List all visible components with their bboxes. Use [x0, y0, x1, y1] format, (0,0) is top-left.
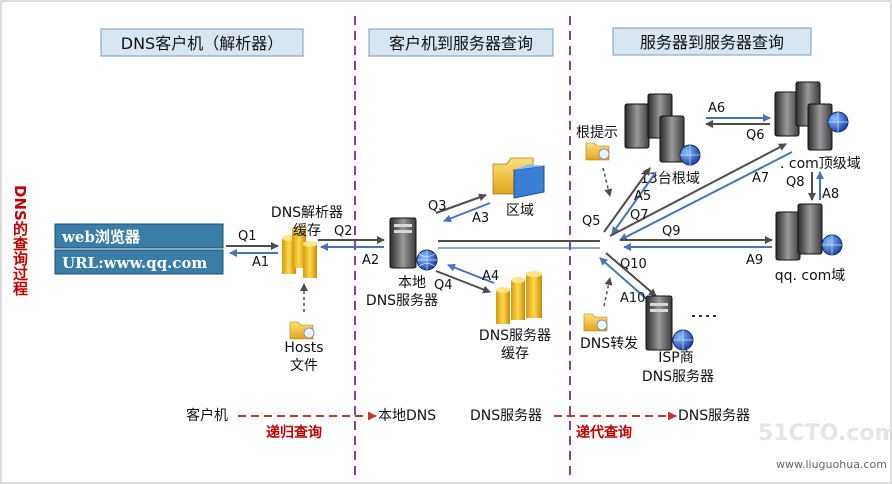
- zone-label: 区域: [506, 203, 534, 219]
- url-box: [54, 249, 224, 275]
- arrow-a7: [619, 151, 793, 241]
- dns-forward-label: DNS转发: [580, 336, 638, 352]
- local-dns-label-2: DNS服务器: [366, 293, 438, 309]
- label-q6: Q6: [746, 128, 765, 143]
- browser-label: web浏览器: [61, 228, 141, 246]
- resolver-cache-label-2: 缓存: [293, 223, 321, 239]
- bottom-client-label: 客户机: [186, 407, 228, 424]
- isp-label-1: ISP商: [658, 350, 693, 366]
- hosts-label-1: Hosts: [284, 340, 323, 356]
- label-a5: A5: [634, 189, 651, 204]
- label-a4: A4: [482, 269, 499, 284]
- label-q5: Q5: [582, 214, 601, 229]
- recursive-label: 递归查询: [266, 424, 322, 441]
- root-hints-label: 根提示: [576, 125, 618, 141]
- url-label: URL:www.qq.com: [62, 254, 207, 272]
- header-c2s: 客户机到服务器查询: [389, 34, 533, 53]
- label-a7: A7: [752, 171, 769, 186]
- label-a6: A6: [708, 101, 725, 116]
- dns-cache-icon: [496, 271, 542, 324]
- com-tld-label: . com顶级域: [780, 156, 861, 172]
- header-client: DNS客户机（解析器）: [121, 34, 283, 53]
- qq-com-servers-icon: [775, 203, 843, 261]
- watermark-site: 51CTO.com: [758, 421, 892, 446]
- header-c2s-box: [368, 28, 554, 57]
- arrow-a3: [443, 202, 491, 223]
- root-servers-icon: [624, 93, 701, 166]
- hosts-folder-icon: [289, 321, 315, 340]
- header-s2s: 服务器到服务器查询: [640, 33, 784, 52]
- label-a3: A3: [472, 211, 489, 226]
- label-a9: A9: [746, 253, 763, 268]
- arrow-a4: [447, 263, 495, 284]
- root-hints-folder-icon: [585, 142, 610, 161]
- isp-label-2: DNS服务器: [642, 369, 714, 385]
- arrow-q5: [603, 167, 651, 233]
- label-q10: Q10: [620, 257, 647, 272]
- qq-com-label: qq. com域: [775, 268, 846, 284]
- arrow-dns-forward: [603, 277, 613, 307]
- bottom-dns-server-2-label: DNS服务器: [678, 408, 750, 424]
- resolver-cache-label-1: DNS解析器: [271, 205, 343, 221]
- label-q3: Q3: [428, 199, 447, 214]
- com-tld-servers-icon: [774, 81, 849, 151]
- label-q7: Q7: [630, 208, 649, 223]
- local-dns-label-1: 本地: [398, 275, 426, 291]
- bottom-dns-server-1-label: DNS服务器: [470, 408, 542, 424]
- resolver-cache-icon: [282, 225, 317, 278]
- dns-cache-label-2: 缓存: [501, 346, 529, 362]
- label-q9: Q9: [662, 224, 681, 239]
- browser-box: [54, 223, 224, 249]
- label-a10: A10: [620, 291, 645, 306]
- dns-forward-folder-icon: [583, 313, 608, 332]
- header-client-box: [100, 28, 304, 57]
- side-title: DNS的查询过程: [11, 185, 29, 296]
- root-servers-label: 13台根域: [640, 171, 700, 187]
- arrow-a5: [611, 171, 657, 235]
- arrow-a10: [599, 257, 651, 303]
- label-q2: Q2: [334, 224, 353, 239]
- watermark-url-bg: [772, 456, 884, 472]
- hosts-label-2: 文件: [290, 358, 318, 374]
- header-s2s-box: [612, 27, 812, 56]
- zone-folder-icon: [492, 157, 545, 199]
- label-q8: Q8: [786, 175, 805, 190]
- dns-cache-label-1: DNS服务器: [479, 328, 551, 344]
- label-a1: A1: [252, 255, 269, 270]
- label-a8: A8: [822, 187, 839, 202]
- isp-dns-server-icon: [645, 295, 694, 351]
- local-dns-server-icon: [389, 217, 438, 271]
- arrow-q10: [605, 252, 657, 297]
- label-q1: Q1: [238, 229, 257, 244]
- bottom-local-dns-label: 本地DNS: [378, 408, 436, 424]
- arrow-root-hints: [602, 167, 613, 197]
- arrow-q7: [609, 143, 787, 237]
- iterative-label: 递代查询: [576, 424, 632, 441]
- watermark-url: www.liuguohua.com: [776, 458, 887, 471]
- arrow-q4: [435, 270, 491, 294]
- label-a2: A2: [362, 253, 379, 268]
- label-q4: Q4: [434, 278, 453, 293]
- arrow-q3: [435, 193, 487, 214]
